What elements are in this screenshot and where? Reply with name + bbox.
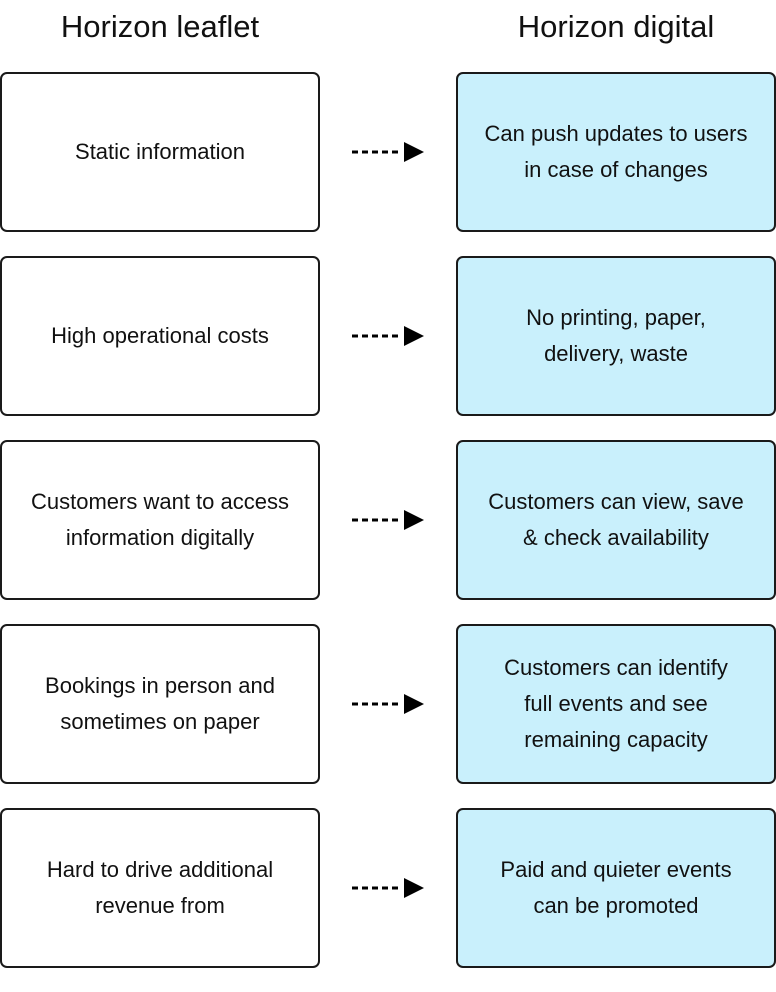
- digital-box-text: Customers can identify full events and s…: [504, 655, 728, 752]
- leaflet-box: Hard to drive additional revenue from: [0, 808, 320, 968]
- dashed-arrow-right-icon: [352, 326, 424, 346]
- leaflet-box: Static information: [0, 72, 320, 232]
- digital-box-text: Customers can view, save & check availab…: [488, 489, 744, 550]
- leaflet-box: Bookings in person and sometimes on pape…: [0, 624, 320, 784]
- comparison-row: Hard to drive additional revenue from Pa…: [0, 808, 776, 968]
- leaflet-box: Customers want to access information dig…: [0, 440, 320, 600]
- digital-box: Can push updates to users in case of cha…: [456, 72, 776, 232]
- leaflet-box-text: High operational costs: [51, 323, 269, 348]
- digital-box-text: Paid and quieter events can be promoted: [500, 857, 732, 918]
- leaflet-box-text: Hard to drive additional revenue from: [46, 857, 274, 918]
- digital-box-text: No printing, paper, delivery, waste: [526, 305, 706, 366]
- comparison-row: High operational costs No printing, pape…: [0, 256, 776, 416]
- digital-box: Customers can view, save & check availab…: [456, 440, 776, 600]
- digital-box: No printing, paper, delivery, waste: [456, 256, 776, 416]
- comparison-rows: Static information Can push updates to u…: [0, 72, 776, 992]
- leaflet-column-header: Horizon leaflet: [60, 9, 260, 44]
- comparison-row: Static information Can push updates to u…: [0, 72, 776, 232]
- leaflet-box-text: Customers want to access information dig…: [31, 489, 289, 550]
- comparison-row: Bookings in person and sometimes on pape…: [0, 624, 776, 784]
- leaflet-box-text: Bookings in person and sometimes on pape…: [45, 673, 275, 734]
- leaflet-box: High operational costs: [0, 256, 320, 416]
- dashed-arrow-right-icon: [352, 878, 424, 898]
- dashed-arrow-right-icon: [352, 510, 424, 530]
- digital-box-text: Can push updates to users in case of cha…: [484, 121, 748, 182]
- dashed-arrow-right-icon: [352, 694, 424, 714]
- comparison-row: Customers want to access information dig…: [0, 440, 776, 600]
- leaflet-box-text: Static information: [75, 139, 245, 164]
- digital-column-header: Horizon digital: [517, 9, 715, 44]
- digital-box: Customers can identify full events and s…: [456, 624, 776, 784]
- dashed-arrow-right-icon: [352, 142, 424, 162]
- digital-box: Paid and quieter events can be promoted: [456, 808, 776, 968]
